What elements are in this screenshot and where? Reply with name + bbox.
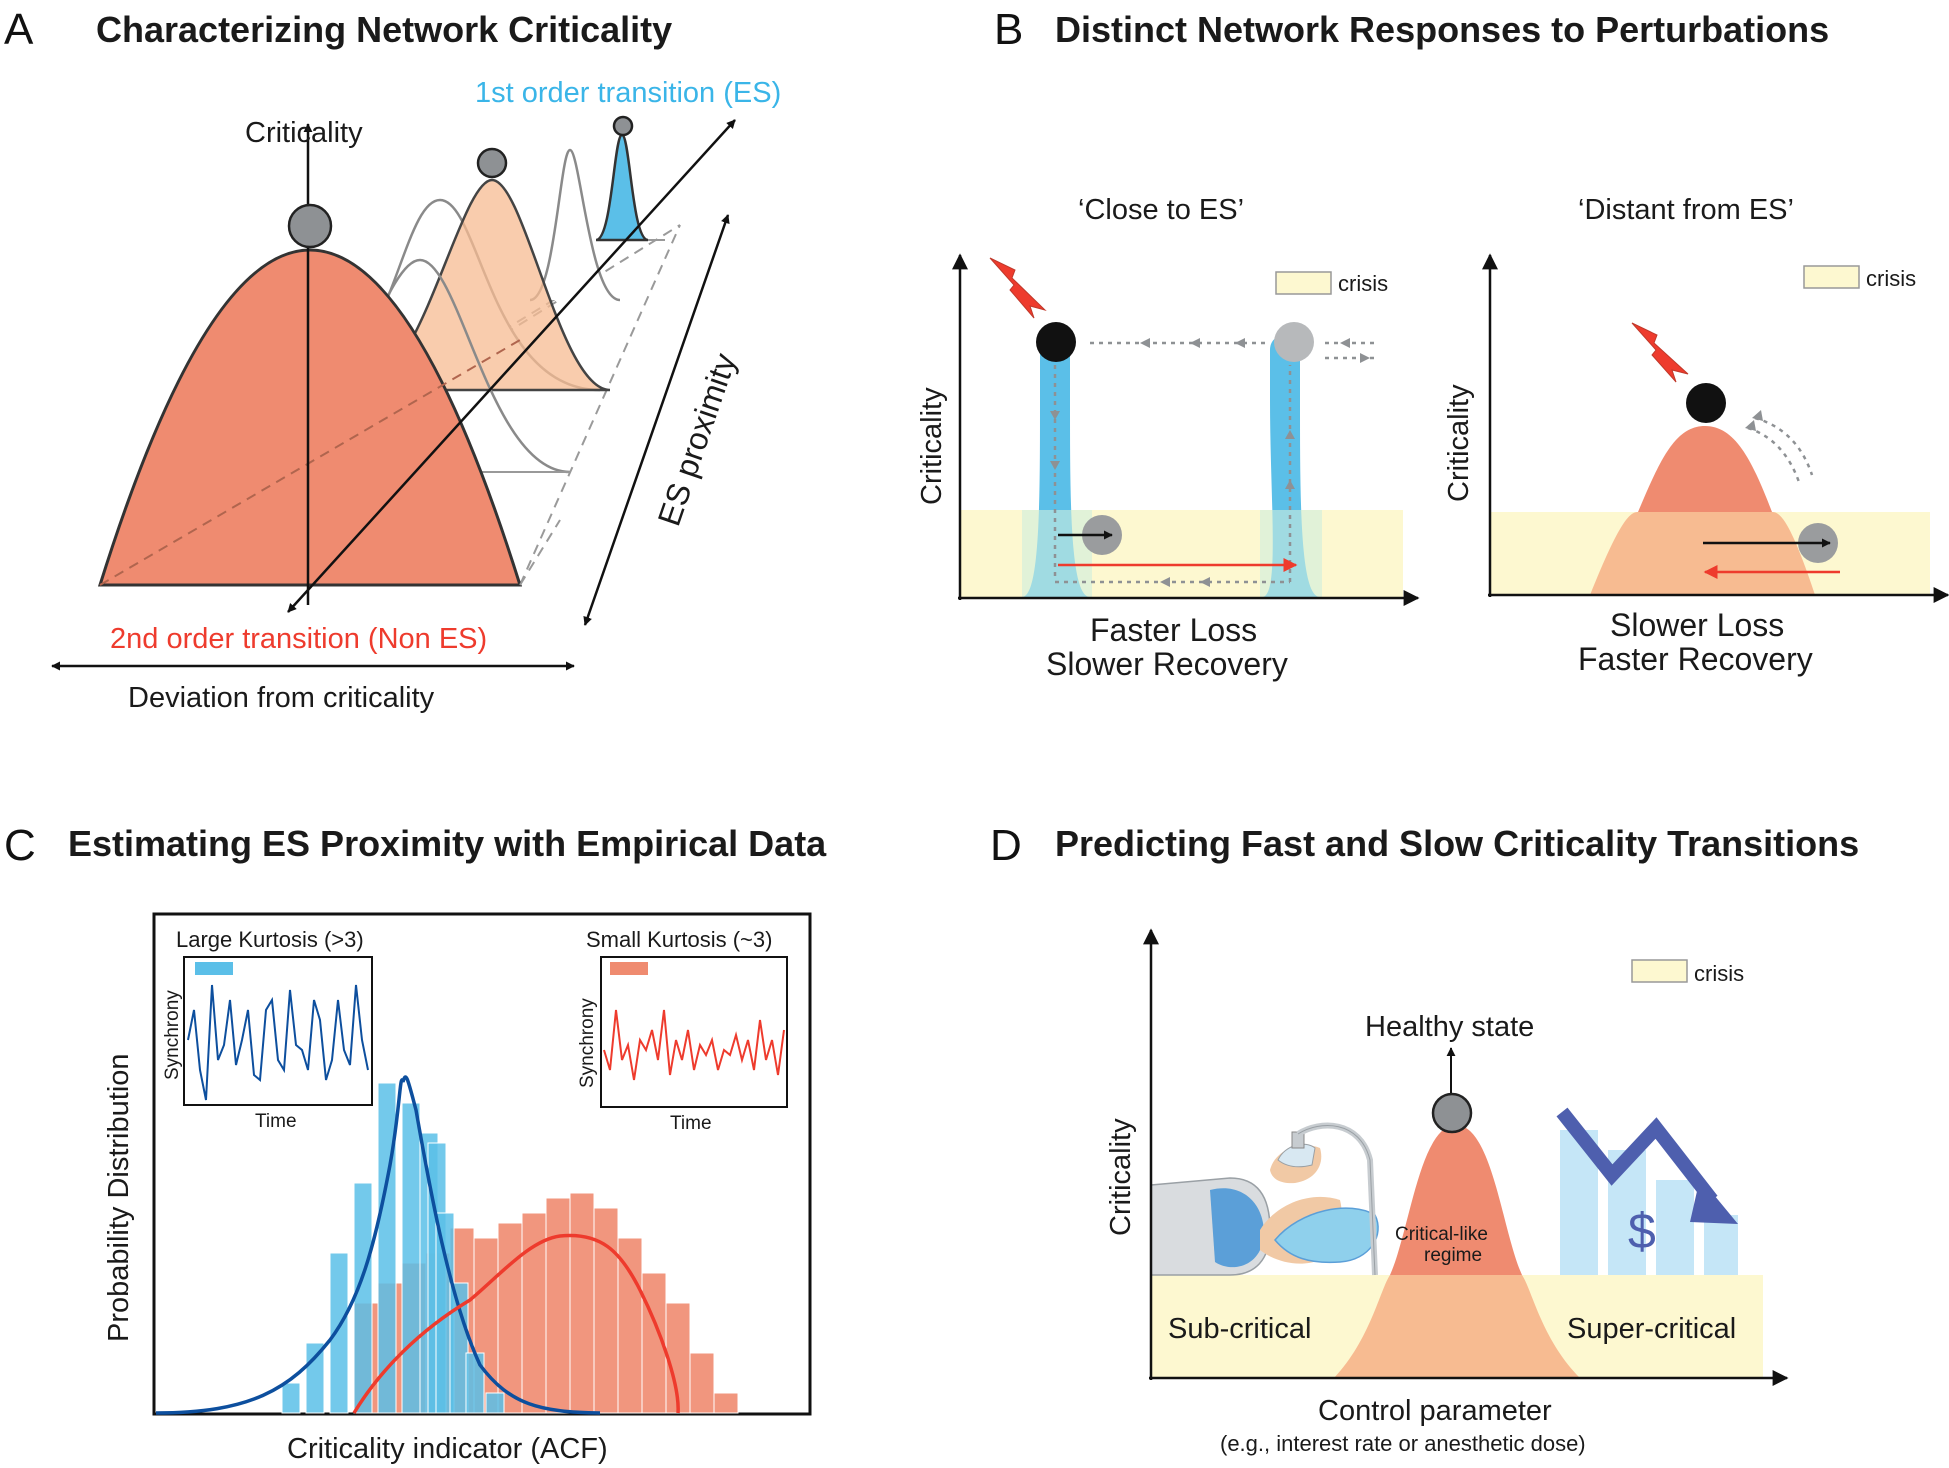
fit-curve-red — [352, 1233, 680, 1414]
crisis-label-d: crisis — [1694, 961, 1744, 986]
panel-a-letter: A — [4, 5, 34, 54]
dotted-curve-2 — [1754, 416, 1814, 476]
crisis-label-close: crisis — [1338, 271, 1388, 296]
hist-bar-orange — [545, 1197, 571, 1414]
caption-distant-2: Faster Recovery — [1578, 641, 1813, 677]
inset-left-trace — [187, 984, 369, 1101]
inset-right-frame — [600, 956, 788, 1108]
finance-decline-icon: $ — [1556, 1107, 1738, 1275]
x-label-c: Criticality indicator (ACF) — [287, 1433, 608, 1465]
lightning-icon-close — [989, 257, 1047, 319]
panel-d-title: Predicting Fast and Slow Criticality Tra… — [1055, 823, 1859, 864]
hist-bar-orange — [689, 1352, 715, 1414]
healthy-node — [1431, 1092, 1473, 1134]
inset-left-frame — [183, 956, 373, 1106]
crisis-swatch-close — [1275, 271, 1332, 295]
y-label-c: Probability Distribution — [103, 1053, 135, 1342]
inset-right-x: Time — [670, 1113, 712, 1134]
panel-c-title: Estimating ES Proximity with Empirical D… — [68, 823, 827, 864]
panel-d: D Predicting Fast and Slow Criticality T… — [990, 821, 1859, 1456]
hist-bar-blue — [305, 1342, 325, 1414]
regime-label-2: regime — [1424, 1245, 1482, 1266]
crisis-swatch-distant — [1803, 265, 1860, 289]
crisis-label-distant: crisis — [1866, 266, 1916, 291]
criticality-label-a: Criticality — [245, 117, 363, 149]
lightning-icon-distant — [1631, 322, 1689, 383]
hist-bar-blue — [465, 1352, 485, 1414]
x-label-d: Control parameter — [1318, 1395, 1552, 1427]
dotted-arrowhead-2 — [1752, 410, 1763, 421]
inset-left-x: Time — [255, 1111, 297, 1132]
deviation-label: Deviation from criticality — [128, 682, 435, 714]
node-es — [612, 115, 634, 137]
hill-distant-peach — [1590, 512, 1815, 595]
anesthesia-patient-icon — [1150, 1122, 1379, 1276]
node-perturbed-close — [1036, 322, 1076, 362]
hist-bar-orange — [593, 1207, 619, 1414]
healthy-label: Healthy state — [1365, 1011, 1534, 1043]
distant-es-title: ‘Distant from ES’ — [1578, 194, 1794, 226]
overlap-left — [1022, 510, 1092, 597]
hist-bar-blue — [353, 1182, 373, 1414]
close-es-title: ‘Close to ES’ — [1078, 194, 1244, 226]
dotted-curve-1 — [1747, 426, 1802, 486]
hist-bar-blue — [449, 1282, 469, 1414]
inset-right-trace — [603, 1009, 785, 1081]
y-label-close: Criticality — [916, 387, 948, 505]
panel-b: B Distinct Network Responses to Perturba… — [916, 5, 1949, 682]
floor-dashed-side — [519, 519, 561, 586]
panel-c-letter: C — [4, 821, 36, 870]
super-critical-label: Super-critical — [1567, 1313, 1736, 1345]
es-proximity-label: ES proximity — [651, 349, 744, 531]
dollar-icon: $ — [1628, 1203, 1656, 1259]
node-orange — [476, 147, 508, 179]
dotted-arrowhead-1 — [1745, 420, 1756, 431]
y-label-distant: Criticality — [1443, 384, 1475, 502]
hist-bar-orange — [497, 1222, 523, 1414]
hist-bar-orange — [617, 1237, 643, 1414]
hist-bar-blue — [401, 1102, 421, 1414]
inset-right-swatch — [610, 962, 648, 975]
x-sublabel-d: (e.g., interest rate or anesthetic dose) — [1220, 1431, 1586, 1456]
node-recovered-close — [1274, 322, 1314, 362]
regime-label-1: Critical-like — [1395, 1224, 1488, 1245]
hist-bar-blue — [281, 1382, 301, 1414]
caption-close-1: Faster Loss — [1090, 612, 1257, 648]
hist-bar-orange — [569, 1192, 595, 1414]
hist-bar-orange — [713, 1392, 739, 1414]
dotted-arrowheads-close — [1050, 338, 1370, 587]
second-order-label: 2nd order transition (Non ES) — [110, 623, 487, 655]
inset-left-swatch — [195, 962, 233, 975]
node-perturbed-distant — [1686, 383, 1726, 423]
inset-left-title: Large Kurtosis (>3) — [176, 927, 364, 952]
hist-bar-blue — [329, 1252, 349, 1414]
caption-distant-1: Slower Loss — [1610, 607, 1784, 643]
hill-distant-salmon — [1638, 426, 1772, 512]
panel-c: C Estimating ES Proximity with Empirical… — [4, 821, 827, 1465]
panel-a-title: Characterizing Network Criticality — [96, 9, 672, 50]
y-label-d: Criticality — [1105, 1118, 1137, 1236]
inset-right-title: Small Kurtosis (~3) — [586, 927, 772, 952]
inset-left-y: Synchrony — [162, 990, 183, 1080]
inset-right-y: Synchrony — [577, 998, 598, 1088]
es-proximity-axis — [583, 214, 730, 626]
hist-bar-blue — [485, 1392, 505, 1414]
panel-a: A Characterizing Network Criticality Cri… — [4, 5, 781, 714]
sub-critical-label: Sub-critical — [1168, 1313, 1311, 1345]
crisis-swatch-d — [1631, 959, 1688, 983]
es-diagonal-axis — [287, 119, 736, 613]
panel-d-letter: D — [990, 821, 1022, 870]
panel-b-letter: B — [994, 5, 1023, 54]
panel-b-title: Distinct Network Responses to Perturbati… — [1055, 9, 1829, 50]
node-non-es — [287, 203, 333, 249]
first-order-label: 1st order transition (ES) — [475, 77, 781, 109]
caption-close-2: Slower Recovery — [1046, 646, 1288, 682]
bell-salmon-top — [1390, 1125, 1522, 1275]
bell-peach-base — [1334, 1275, 1580, 1378]
fit-curve-blue — [155, 1075, 601, 1415]
